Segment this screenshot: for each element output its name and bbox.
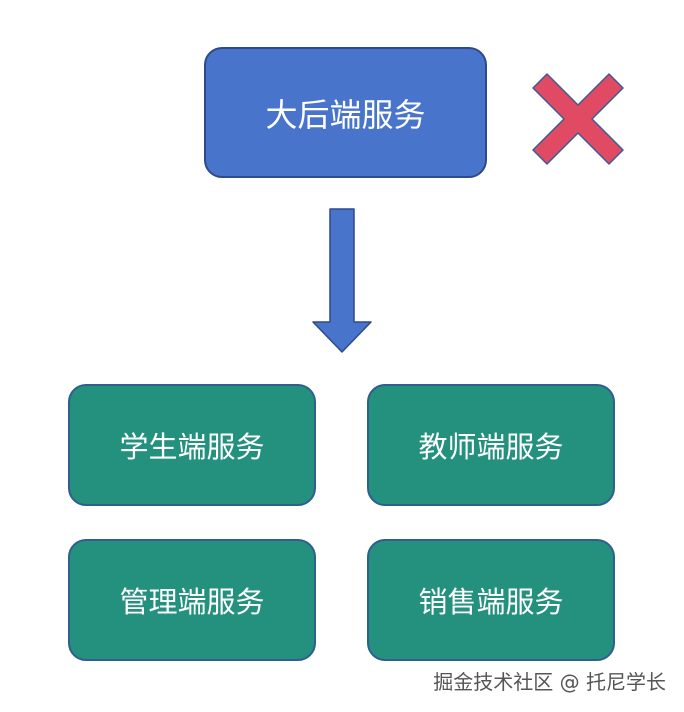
red-x-cross-icon [532, 73, 624, 165]
admin-service-box: 管理端服务 [68, 539, 316, 661]
teacher-service-label: 教师端服务 [418, 430, 564, 464]
sales-service-box: 销售端服务 [367, 539, 615, 661]
teacher-service-box: 教师端服务 [367, 384, 615, 506]
monolith-backend-label: 大后端服务 [265, 95, 426, 134]
down-arrow-icon [312, 208, 372, 353]
sales-service-label: 销售端服务 [418, 585, 564, 619]
watermark-text: 掘金技术社区 @ 托尼学长 [433, 670, 666, 694]
monolith-backend-box: 大后端服务 [204, 47, 487, 178]
student-service-label: 学生端服务 [119, 430, 265, 464]
student-service-box: 学生端服务 [68, 384, 316, 506]
admin-service-label: 管理端服务 [119, 585, 265, 619]
